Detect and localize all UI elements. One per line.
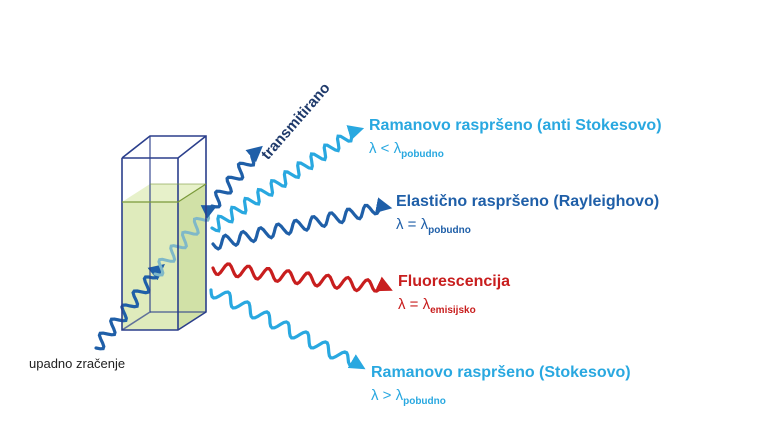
cuvette-edges xyxy=(121,135,207,331)
fluorescence-wave xyxy=(211,262,393,293)
anti-stokes-title: Ramanovo raspršeno (anti Stokesovo) xyxy=(369,117,662,134)
rayleigh-relation: λ = λpobudno xyxy=(396,216,471,236)
fluorescence-title: Fluorescencija xyxy=(398,273,511,290)
incident-wave-inside xyxy=(153,205,218,277)
rayleigh-title: Elastično raspršeno (Rayleighovo) xyxy=(396,193,660,210)
rayleigh-wave xyxy=(211,197,393,251)
stokes-wave xyxy=(209,288,366,370)
anti-stokes-relation: λ < λpobudno xyxy=(369,140,444,160)
stokes-relation: λ > λpobudno xyxy=(371,387,446,407)
stokes-title: Ramanovo raspršeno (Stokesovo) xyxy=(371,364,631,381)
fluorescence-relation: λ = λemisijsko xyxy=(398,296,476,316)
transmitted-wave xyxy=(210,145,263,209)
incident-radiation-label: upadno zračenje xyxy=(29,356,126,371)
incident-wave xyxy=(94,263,165,351)
waves xyxy=(94,125,393,370)
anti-stokes-wave xyxy=(210,125,365,233)
liquid-side xyxy=(178,184,206,330)
